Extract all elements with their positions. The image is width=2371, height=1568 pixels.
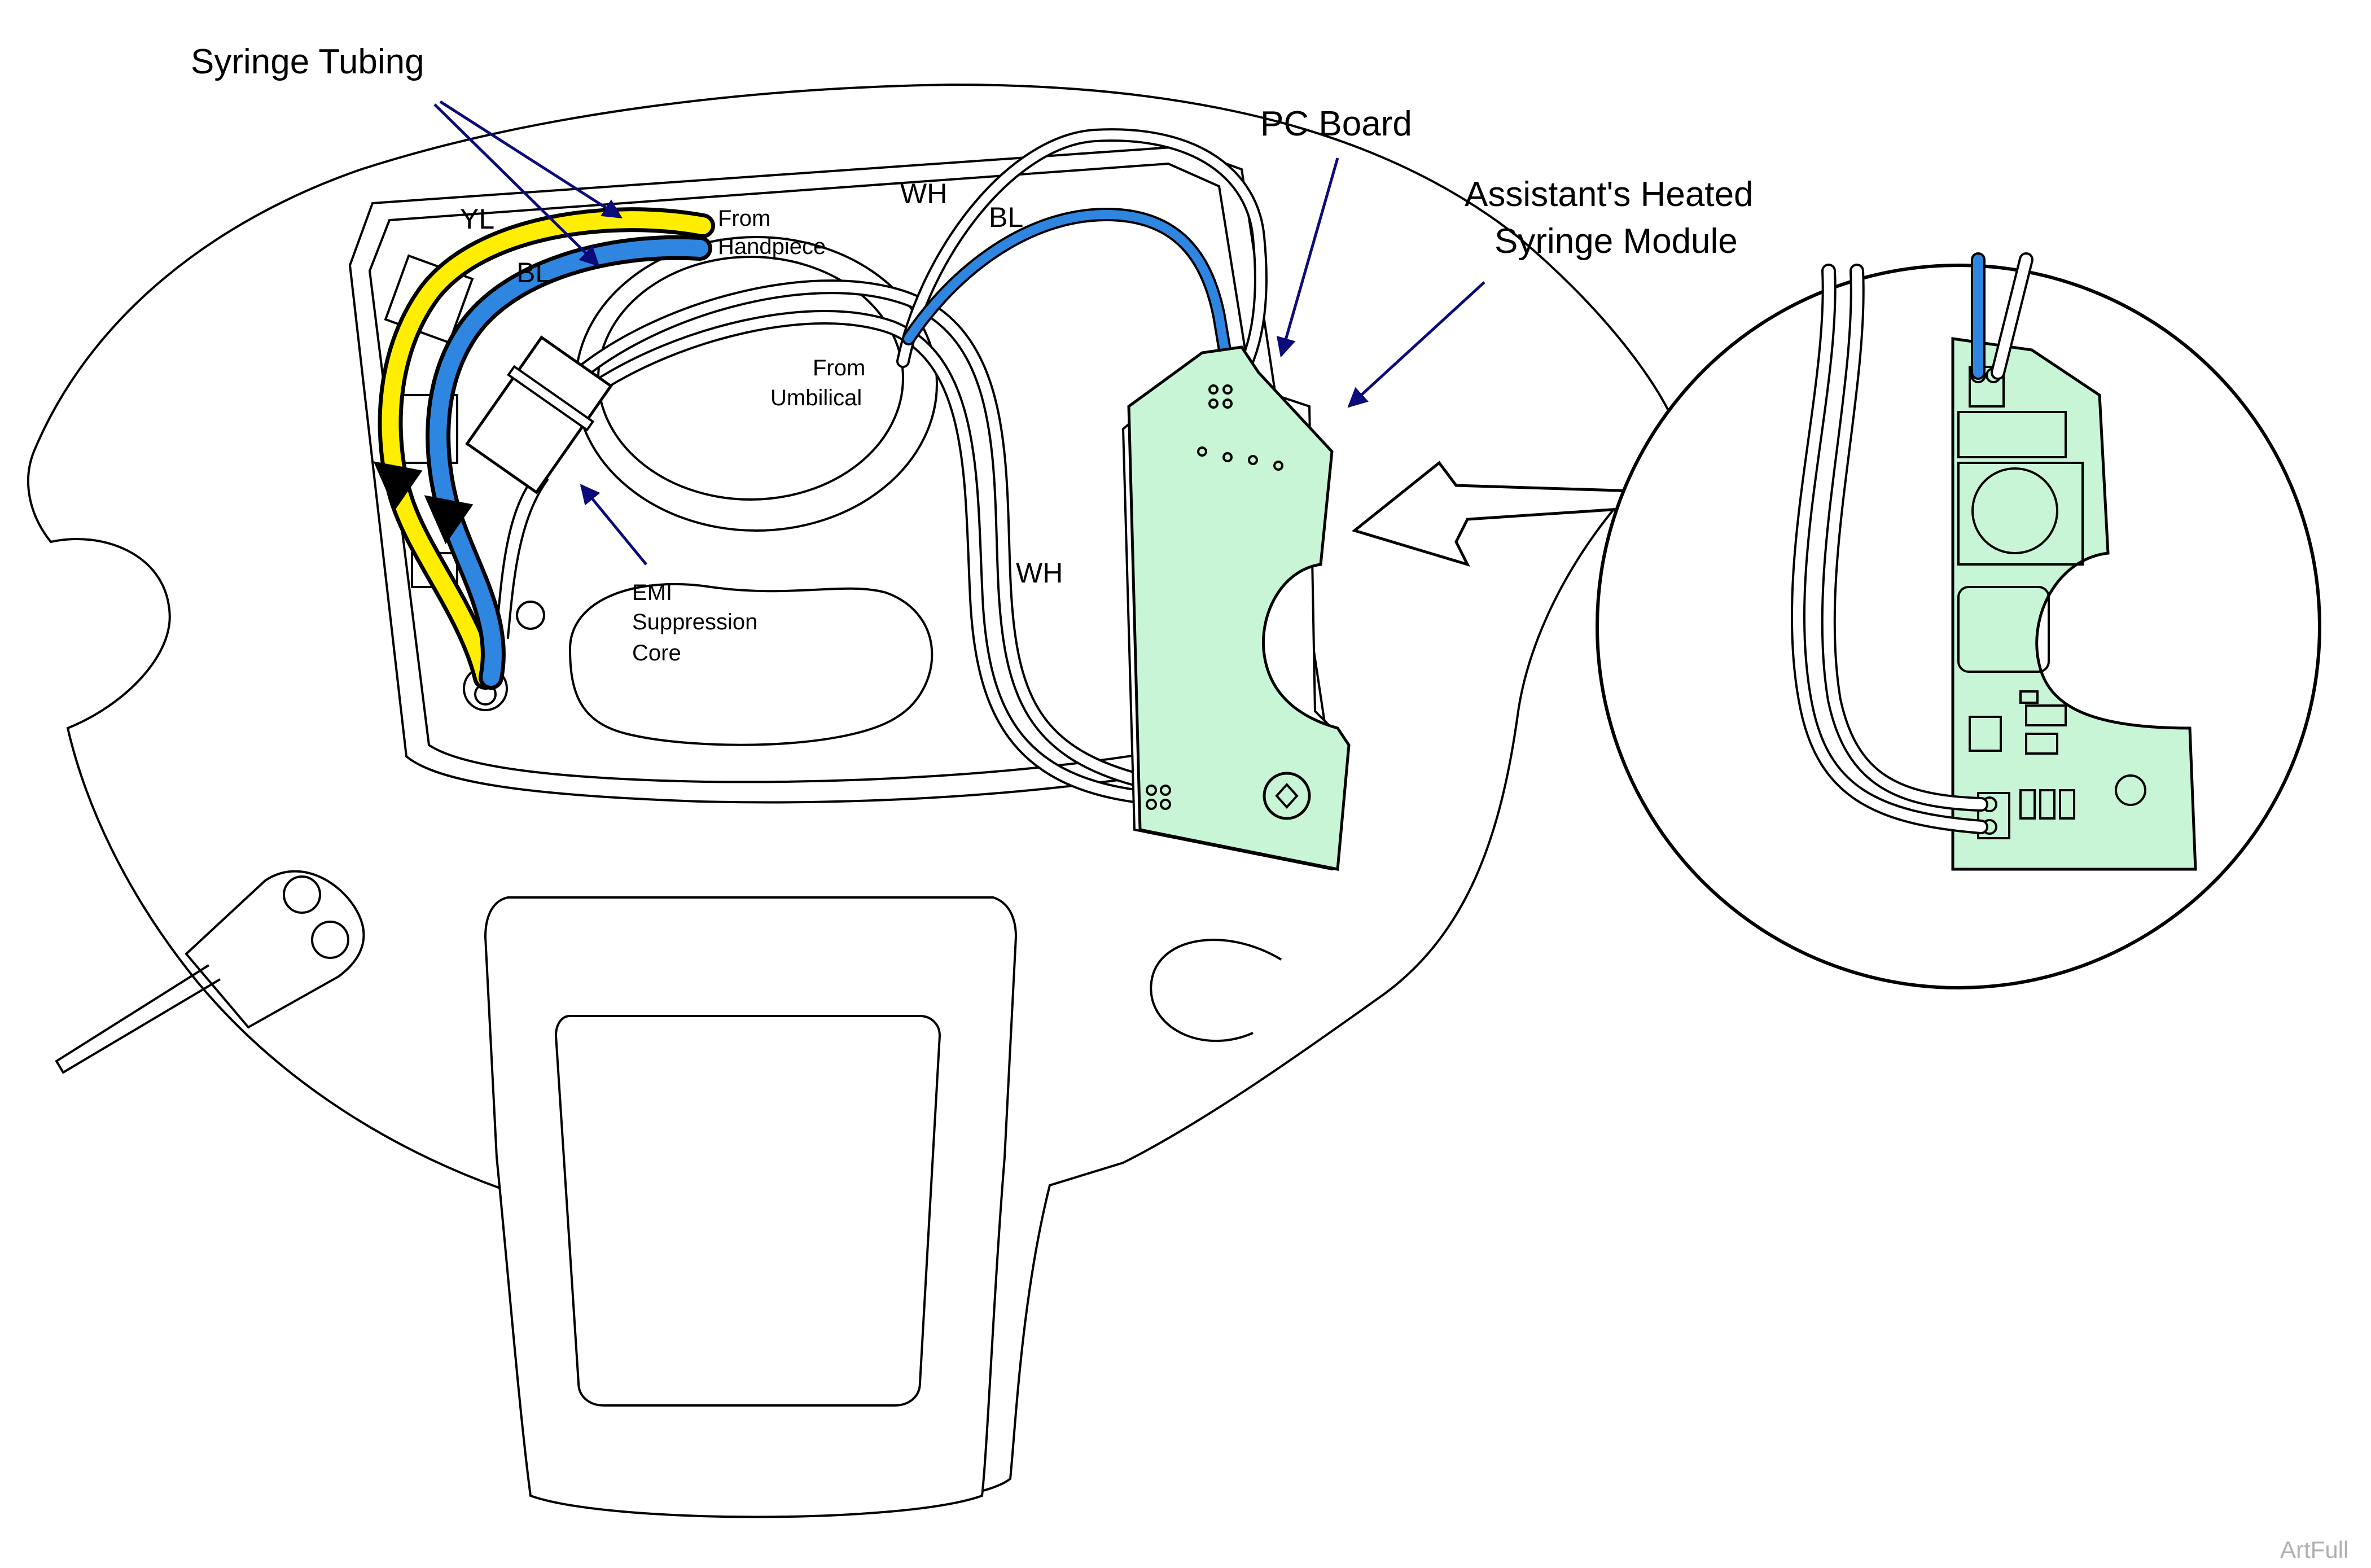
- label-pc-board: PC Board: [1260, 104, 1412, 143]
- white-wire-to-core-1: [496, 473, 537, 633]
- leader-syringe-tubing-blue: [433, 103, 600, 267]
- label-syringe-tubing: Syringe Tubing: [191, 42, 424, 81]
- label-emi-line3: Core: [632, 641, 681, 665]
- pc-board-screw: [1263, 772, 1311, 820]
- lever-hole-1: [283, 875, 321, 914]
- yellow-flow-arrow: [373, 461, 423, 511]
- pc-board-face: [1127, 345, 1351, 871]
- leader-emi-core: [580, 484, 647, 566]
- label-emi-line1: EMI: [632, 580, 672, 605]
- labels: Syringe Tubing PC Board Assistant's Heat…: [191, 42, 2348, 1563]
- mount-hole-2: [516, 601, 545, 630]
- label-white-top: WH: [900, 178, 947, 209]
- white-wire-loop-inner-fill: [588, 312, 1140, 801]
- pointer-cover: [1620, 485, 1642, 514]
- detail-magnifier: [1351, 252, 2321, 989]
- emi-core-band: [507, 365, 595, 432]
- label-module-line2: Syringe Module: [1495, 222, 1738, 261]
- emi-core-body: [465, 335, 613, 494]
- white-wire-top-fill: [899, 130, 1265, 366]
- lever-rod: [55, 964, 221, 1074]
- detail-mount-hole: [2115, 774, 2146, 806]
- lower-opening: [1150, 939, 1282, 1042]
- label-module-line1: Assistant's Heated: [1465, 175, 1754, 214]
- label-blue-tube: BL: [516, 257, 551, 288]
- blue-wire-fill: [904, 209, 1229, 354]
- label-umbilical-line2: Umbilical: [770, 386, 862, 410]
- pc-board-pads: [1146, 384, 1283, 810]
- white-wire-loop-outer-fill: [576, 282, 1140, 784]
- detail-board: [1951, 337, 2197, 871]
- handle-outer: [484, 896, 1018, 1518]
- label-white-loop: WH: [1016, 557, 1063, 589]
- magnifier-pointer: [1351, 461, 1638, 567]
- kidney-slot: [568, 582, 934, 746]
- leader-pc-board: [1276, 157, 1339, 358]
- detail-wires: [1790, 252, 2033, 834]
- label-yellow-tube: YL: [460, 203, 494, 235]
- detail-relay: [1957, 411, 2067, 458]
- artwork-credit: ArtFull: [2280, 1536, 2348, 1563]
- handle-inner: [554, 1015, 941, 1407]
- label-emi-line2: Suppression: [632, 610, 757, 634]
- emi-suppression-core: [465, 335, 613, 494]
- side-lever: [185, 870, 365, 1029]
- yellow-tube-fill: [382, 211, 711, 686]
- label-umbilical-line1: From: [813, 356, 865, 380]
- detail-cap-frame: [1957, 462, 2084, 566]
- white-wire-to-core-2: [507, 479, 549, 639]
- leader-lines: [433, 100, 1485, 566]
- label-blue-wire: BL: [989, 202, 1023, 233]
- pc-board: [1121, 345, 1351, 871]
- label-handpiece-line1: From: [718, 206, 770, 231]
- label-handpiece-line2: Handpiece: [718, 234, 826, 259]
- pc-board-screw-torx: [1275, 783, 1299, 809]
- lever-hole-2: [311, 921, 349, 959]
- detail-ic: [1957, 586, 2050, 673]
- blue-flow-arrow: [424, 495, 474, 545]
- leader-syringe-tubing-yellow: [439, 100, 623, 219]
- white-wire-bundle: [496, 128, 1268, 803]
- leader-module: [1347, 281, 1485, 408]
- housing-outline: [27, 83, 1684, 1518]
- detail-chip: [1969, 716, 2002, 752]
- detail-capacitor: [1971, 467, 2058, 554]
